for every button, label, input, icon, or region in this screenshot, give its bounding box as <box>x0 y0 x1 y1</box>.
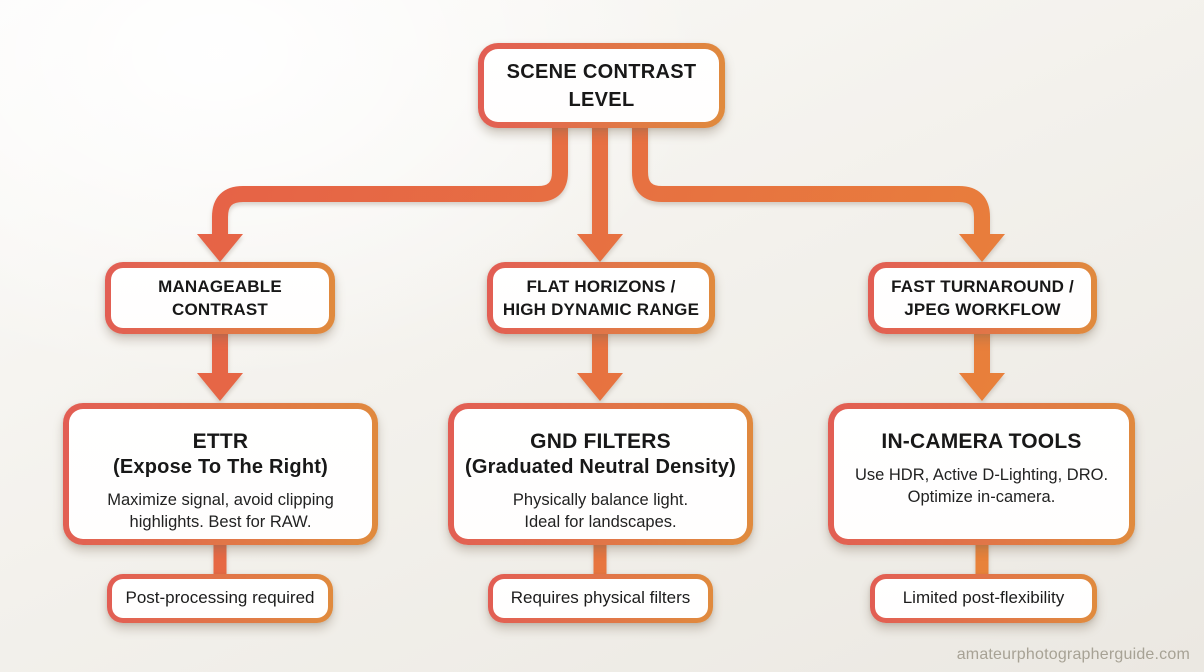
condition-label: FAST TURNAROUND / JPEG WORKFLOW <box>891 276 1074 319</box>
solution-body: Use HDR, Active D-Lighting, DRO. Optimiz… <box>854 466 1109 507</box>
note-node-requires-physical-filters: Requires physical filters <box>488 574 713 623</box>
condition-node-manageable-contrast: MANAGEABLE CONTRAST <box>105 262 335 334</box>
arrowhead-to-manageable <box>197 234 243 262</box>
solution-node-in-camera-tools: IN-CAMERA TOOLS Use HDR, Active D-Lighti… <box>828 403 1135 545</box>
note-label: Requires physical filters <box>510 588 691 608</box>
arrowhead-to-fast-turnaround <box>959 234 1005 262</box>
condition-label: MANAGEABLE CONTRAST <box>158 276 282 319</box>
root-node-title: SCENE CONTRAST LEVEL <box>506 60 697 111</box>
arrowhead-to-incamera <box>959 373 1005 401</box>
arrowhead-to-ettr <box>197 373 243 401</box>
connector-root-to-fast-turnaround <box>632 98 990 238</box>
note-node-limited-post-flexibility: Limited post-flexibility <box>870 574 1097 623</box>
condition-node-flat-horizons-hdr: FLAT HORIZONS / HIGH DYNAMIC RANGE <box>487 262 715 334</box>
root-node-scene-contrast-level: SCENE CONTRAST LEVEL <box>478 43 725 128</box>
arrowhead-to-flat-horizons <box>577 234 623 262</box>
solution-subtitle: (Graduated Neutral Density) <box>464 456 736 479</box>
solution-title: ETTR <box>192 430 249 453</box>
note-node-post-processing-required: Post-processing required <box>107 574 333 623</box>
note-label: Post-processing required <box>125 588 315 608</box>
watermark-text: amateurphotographerguide.com <box>956 646 1190 663</box>
condition-label: FLAT HORIZONS / HIGH DYNAMIC RANGE <box>502 276 700 319</box>
solution-body: Maximize signal, avoid clipping highligh… <box>107 491 334 532</box>
arrowhead-to-gnd <box>577 373 623 401</box>
solution-body: Physically balance light. Ideal for land… <box>512 491 689 532</box>
condition-node-fast-turnaround-jpeg: FAST TURNAROUND / JPEG WORKFLOW <box>868 262 1097 334</box>
solution-title: IN-CAMERA TOOLS <box>881 430 1082 453</box>
solution-node-ettr: ETTR (Expose To The Right) Maximize sign… <box>63 403 378 545</box>
solution-node-gnd-filters: GND FILTERS (Graduated Neutral Density) … <box>448 403 753 545</box>
solution-title: GND FILTERS <box>530 430 671 453</box>
solution-subtitle: (Expose To The Right) <box>113 456 328 479</box>
note-label: Limited post-flexibility <box>902 588 1065 608</box>
connector-root-to-manageable <box>212 98 568 238</box>
